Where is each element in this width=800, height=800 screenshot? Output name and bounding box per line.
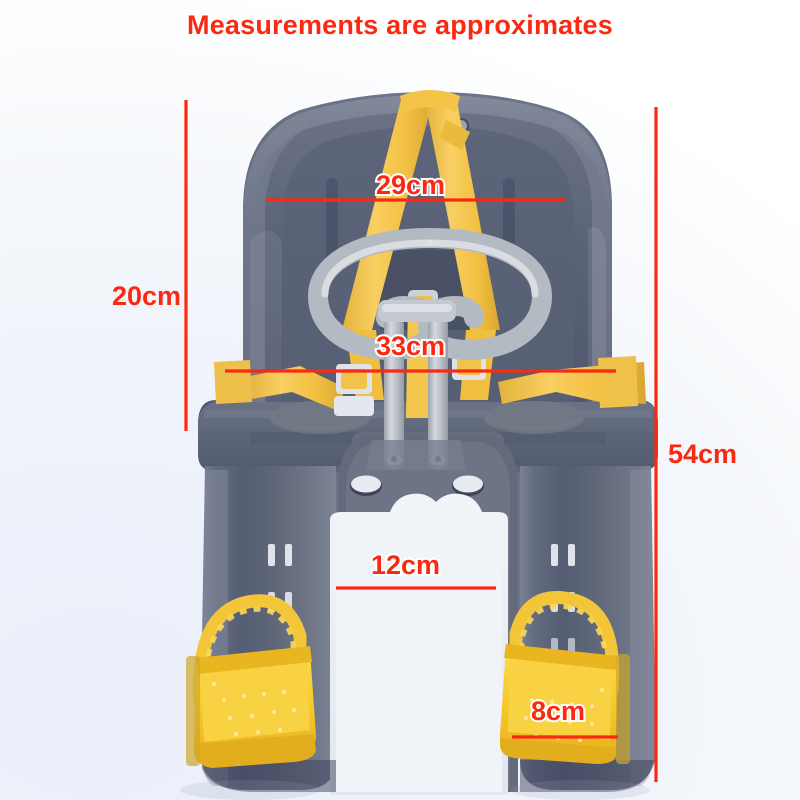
dimension-label-29cm: 29cm xyxy=(374,170,447,201)
footrest-right xyxy=(500,591,630,764)
dimension-label-12cm: 12cm xyxy=(369,550,442,581)
dimension-label-54cm: 54cm xyxy=(668,439,738,469)
dimension-label-20cm: 20cm xyxy=(112,281,182,311)
page-title: Measurements are approximates xyxy=(187,10,613,40)
seat-pivot-discs xyxy=(270,401,584,434)
dimension-lines xyxy=(184,100,658,782)
dimension-label-33cm: 33cm xyxy=(374,331,447,362)
safety-handlebar xyxy=(307,228,553,470)
dimension-label-8cm: 8cm xyxy=(529,696,587,727)
footrest-left xyxy=(186,594,316,768)
